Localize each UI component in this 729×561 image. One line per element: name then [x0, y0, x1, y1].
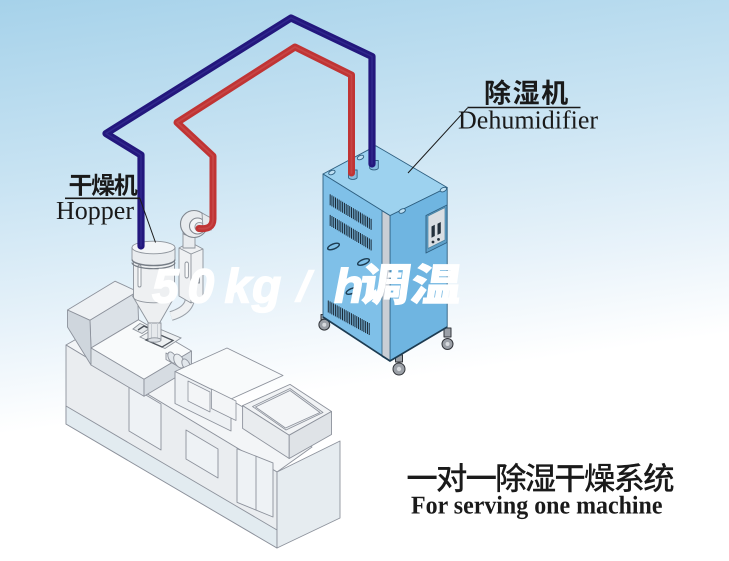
svg-text:Hopper: Hopper [56, 196, 134, 225]
svg-text:0: 0 [188, 260, 215, 313]
svg-text:For serving one machine: For serving one machine [411, 491, 663, 520]
svg-text:h: h [334, 260, 363, 313]
svg-text:g: g [251, 260, 281, 313]
svg-text:Dehumidifier: Dehumidifier [458, 106, 598, 135]
svg-text:k: k [225, 260, 254, 313]
svg-text:5: 5 [152, 260, 180, 313]
